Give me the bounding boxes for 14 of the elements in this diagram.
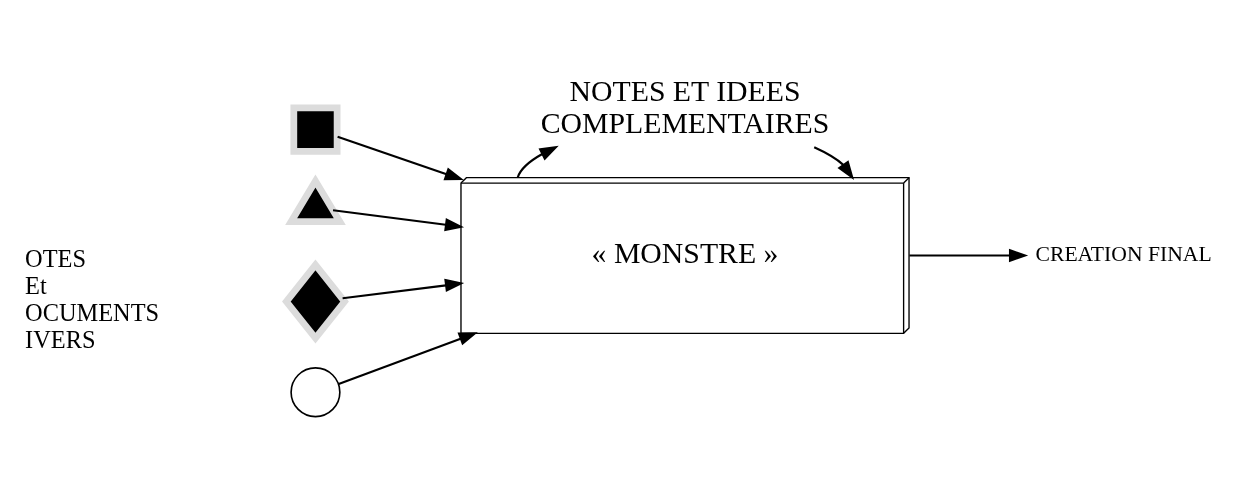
- arrow: [342, 278, 465, 299]
- arrow: [332, 208, 465, 231]
- node-text: NOTES ET IDEES COMPLEMENTAIRES: [540, 73, 830, 139]
- node-box: [290, 104, 341, 155]
- node-diamond: [282, 259, 349, 343]
- node-text: CREATION FINAL: [1035, 241, 1212, 266]
- node-triangle: [285, 174, 346, 225]
- label: OTES Et OCUMENTS IVERS: [25, 244, 160, 353]
- arrow: [516, 145, 559, 178]
- arrow: [909, 248, 1029, 262]
- arrow: [813, 145, 855, 180]
- arrow: [337, 135, 464, 180]
- node-circle: [290, 366, 341, 417]
- arrow: [338, 331, 478, 385]
